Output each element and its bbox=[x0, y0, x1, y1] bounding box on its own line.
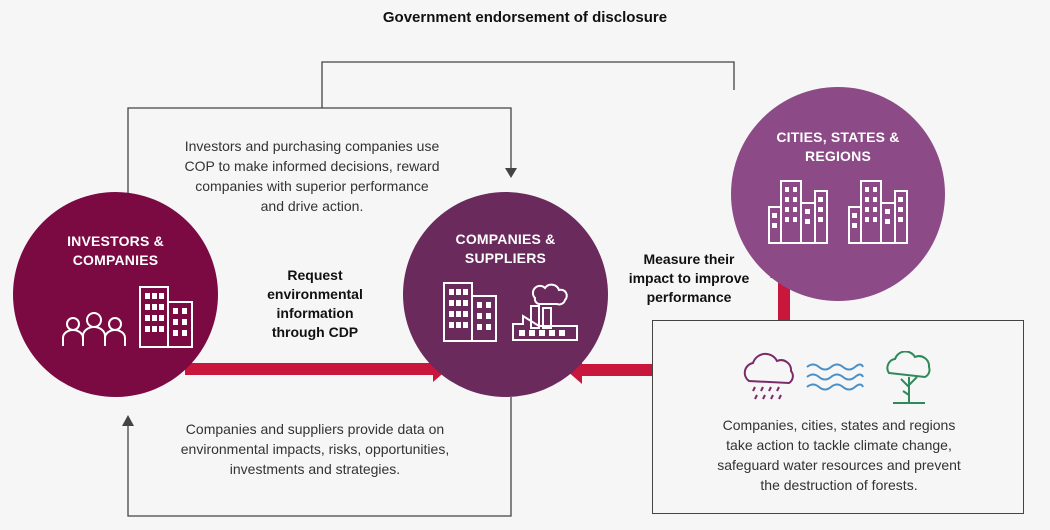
investor-description: Investors and purchasing companies use C… bbox=[152, 136, 472, 216]
investors-circle-label: INVESTORS & COMPANIES bbox=[13, 232, 218, 270]
request-label: Request environmental information throug… bbox=[235, 266, 395, 342]
measure-label-line2: impact to improve bbox=[628, 270, 750, 286]
supplier-description-line1: Companies and suppliers provide data on bbox=[185, 421, 445, 437]
companies-label-line1: COMPANIES & bbox=[455, 231, 556, 247]
page-title: Government endorsement of disclosure bbox=[382, 9, 668, 26]
companies-suppliers-circle: COMPANIES & SUPPLIERS bbox=[403, 192, 608, 397]
action-box: Companies, cities, states and regions ta… bbox=[652, 320, 1024, 514]
investor-description-line1: Investors and purchasing companies use bbox=[184, 138, 440, 154]
cities-states-regions-circle: CITIES, STATES & REGIONS bbox=[731, 87, 945, 301]
supplier-description-line3: investments and strategies. bbox=[229, 461, 401, 477]
request-label-line4: through CDP bbox=[271, 324, 359, 340]
people-icon bbox=[62, 312, 126, 346]
cities-label-line2: REGIONS bbox=[805, 148, 871, 164]
supplier-description-line2: environmental impacts, risks, opportunit… bbox=[180, 441, 450, 457]
request-label-line2: environmental bbox=[267, 286, 363, 302]
office-building-icon bbox=[139, 286, 193, 348]
cities-label-line1: CITIES, STATES & bbox=[776, 129, 900, 145]
rain-cloud-icon bbox=[743, 352, 794, 400]
action-description-line4: the destruction of forests. bbox=[760, 477, 918, 493]
request-label-line1: Request bbox=[287, 267, 343, 283]
investors-to-companies-arrowhead bbox=[505, 168, 517, 178]
measure-label-line3: performance bbox=[646, 289, 732, 305]
request-label-line3: information bbox=[276, 305, 354, 321]
measure-label-line1: Measure their bbox=[643, 251, 735, 267]
water-waves-icon bbox=[806, 363, 864, 391]
endorsement-line bbox=[321, 61, 735, 108]
factory-icon bbox=[512, 283, 578, 341]
office-building-icon bbox=[443, 282, 497, 342]
city-skyline-icon bbox=[768, 180, 908, 244]
investors-label-line1: INVESTORS & bbox=[67, 233, 164, 249]
companies-circle-label: COMPANIES & SUPPLIERS bbox=[403, 230, 608, 268]
companies-label-line2: SUPPLIERS bbox=[464, 250, 547, 266]
measure-label: Measure their impact to improve performa… bbox=[610, 250, 768, 307]
companies-to-investors-arrowhead bbox=[122, 415, 134, 426]
action-description: Companies, cities, states and regions ta… bbox=[671, 415, 1007, 495]
investors-to-companies-line bbox=[127, 107, 512, 194]
investor-description-line4: and drive action. bbox=[260, 198, 364, 214]
investors-label-line2: COMPANIES bbox=[72, 252, 159, 268]
cities-circle-label: CITIES, STATES & REGIONS bbox=[731, 128, 945, 166]
action-description-line2: take action to tackle climate change, bbox=[726, 437, 952, 453]
supplier-description: Companies and suppliers provide data on … bbox=[150, 419, 480, 479]
investors-companies-circle: INVESTORS & COMPANIES bbox=[13, 192, 218, 397]
request-arrow bbox=[185, 356, 448, 382]
companies-to-investors-line bbox=[127, 397, 512, 517]
investor-description-line3: companies with superior performance bbox=[195, 178, 429, 194]
action-description-line3: safeguard water resources and prevent bbox=[717, 457, 961, 473]
tree-icon bbox=[886, 351, 931, 404]
investor-description-line2: COP to make informed decisions, reward bbox=[184, 158, 440, 174]
action-description-line1: Companies, cities, states and regions bbox=[722, 417, 956, 433]
